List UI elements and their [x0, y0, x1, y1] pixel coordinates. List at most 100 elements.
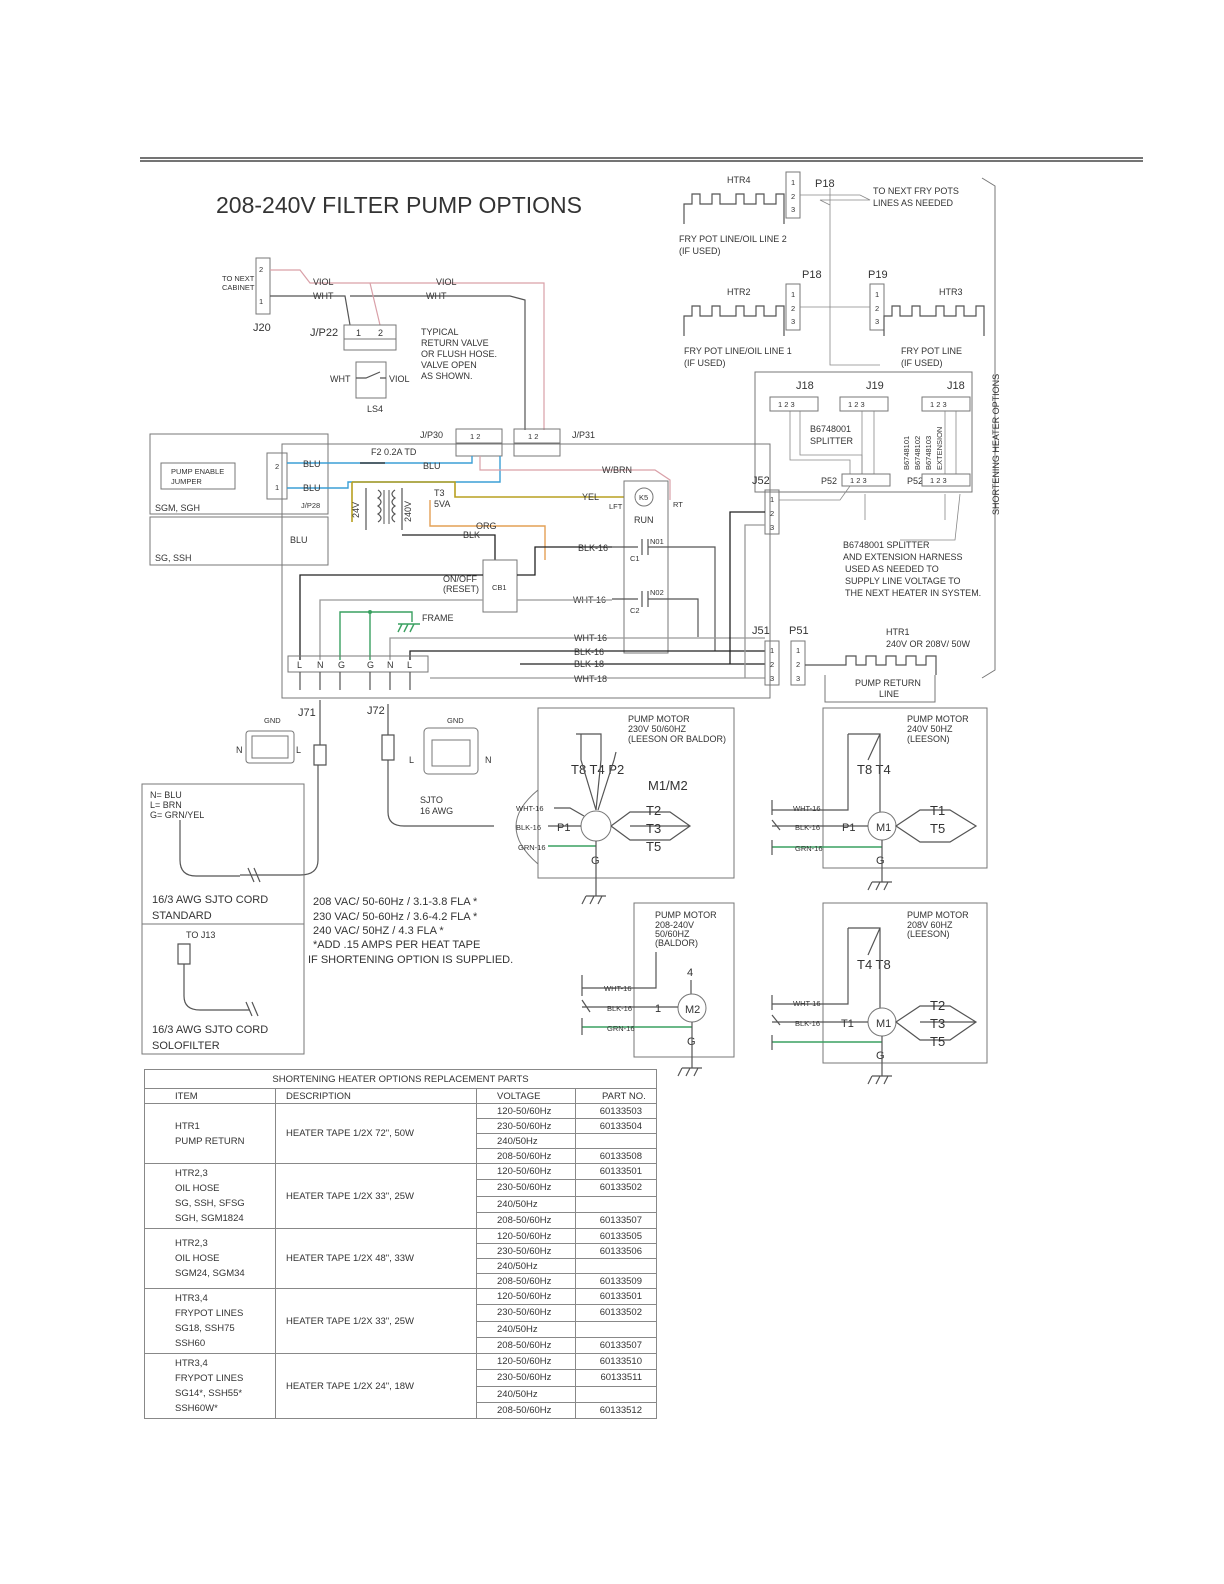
m2-id: M2 [685, 1004, 700, 1016]
p18-top-label: P18 [815, 178, 835, 190]
description-cell: HEATER TAPE 1/2X 33", 25W [275, 1163, 477, 1229]
frame-label: FRAME [422, 613, 454, 623]
svg-text:1 2: 1 2 [470, 432, 480, 441]
part-number-cell: 60133505 [575, 1228, 657, 1244]
splitter-note-1: B6748001 SPLITTER [843, 540, 930, 550]
svg-text:1: 1 [796, 646, 800, 655]
j52-label: J52 [752, 475, 770, 487]
m1-240-rating: 240V 50HZ [907, 724, 953, 734]
heater-options-area: HTR4 123 P18 TO NEXT FRY POTS LINES AS N… [679, 171, 1001, 679]
m2-g: G [687, 1036, 696, 1048]
ls4-label: LS4 [367, 404, 383, 414]
m1-208-t3: T3 [930, 1016, 945, 1031]
voltage-cell: 120-50/60Hz [476, 1228, 576, 1244]
item-line: SG, SSH, SFSG [175, 1198, 245, 1209]
splitter-note-2: AND EXTENSION HARNESS [843, 552, 963, 562]
wht-1: WHT [313, 291, 334, 301]
part-number-cell: 60133510 [575, 1352, 657, 1371]
blu-d: BLU [290, 535, 308, 545]
item-line: OIL HOSE [175, 1253, 220, 1264]
item-line: OIL HOSE [175, 1183, 220, 1194]
ext-1: B6748101 [902, 436, 911, 470]
motor-m1-208: PUMP MOTOR 208V 60HZ (LEESON) T4 T8 M1 T… [771, 902, 988, 1085]
splitter-note-3: USED AS NEEDED TO [845, 564, 939, 574]
table-row: 240/50Hz [145, 1195, 657, 1213]
typical-4: VALVE OPEN [421, 360, 477, 370]
svg-text:2: 2 [796, 660, 800, 669]
motor-m1m2: PUMP MOTOR 230V 50/60HZ (LEESON OR BALDO… [515, 707, 735, 905]
spec-5: IF SHORTENING OPTION IS SUPPLIED. [308, 954, 513, 966]
voltage-cell: 230-50/60Hz [476, 1243, 576, 1259]
voltage-cell: 240/50Hz [476, 1133, 576, 1149]
svg-text:1: 1 [791, 178, 795, 187]
n-left: N [236, 745, 243, 755]
m1-208-title: PUMP MOTOR [907, 910, 969, 920]
m2-one: 1 [655, 1003, 661, 1015]
part-number-cell [575, 1320, 657, 1338]
m1m2-g: G [591, 855, 600, 867]
item-line: SG18, SSH75 [175, 1323, 235, 1334]
htr1-b: 240V OR 208V/ 50W [886, 639, 971, 649]
fry-pot-line-b: (IF USED) [901, 358, 943, 368]
v24-label: 24V [351, 502, 361, 518]
part-number-cell [575, 1385, 657, 1403]
viol-2: VIOL [436, 277, 457, 287]
ext-2: B6748102 [913, 436, 922, 470]
item-line: HTR2,3 [175, 1168, 208, 1179]
spec-3: 240 VAC/ 50HZ / 4.3 FLA * [313, 925, 444, 937]
svg-text:3: 3 [791, 205, 795, 214]
m1-208-taps: T4 T8 [857, 957, 891, 972]
blu-c: BLU [423, 461, 441, 471]
sjto-b: 16 AWG [420, 806, 453, 816]
fry-pot-line1-a: FRY POT LINE/OIL LINE 1 [684, 346, 792, 356]
voltage-cell: 120-50/60Hz [476, 1287, 576, 1306]
sgm-sgh-label: SGM, SGH [155, 503, 200, 513]
item-line: FRYPOT LINES [175, 1308, 244, 1319]
term-g2: G [367, 660, 374, 670]
legend-g: G= GRN/YEL [150, 810, 204, 820]
jp31-label: J/P31 [572, 430, 595, 440]
svg-text:2: 2 [378, 328, 383, 338]
term-n2: N [387, 660, 394, 670]
j51-label: J51 [752, 625, 770, 637]
c1-label: C1 [630, 554, 640, 563]
voltage-cell: 208-50/60Hz [476, 1401, 576, 1420]
svg-text:1: 1 [356, 328, 361, 338]
gnd-1: GND [264, 716, 281, 725]
svg-text:1: 1 [770, 646, 774, 655]
k5-label: K5 [639, 493, 648, 502]
cord-solo-a: 16/3 AWG SJTO CORD [152, 1024, 268, 1036]
m1m2-title: PUMP MOTOR [628, 714, 690, 724]
p52-a: P52 [821, 476, 837, 486]
fry-pot-line2-b: (IF USED) [679, 246, 721, 256]
p51-label: P51 [789, 625, 809, 637]
pump-return-b: LINE [879, 689, 899, 699]
splitter-note-4: SUPPLY LINE VOLTAGE TO [845, 576, 961, 586]
m1-208-rating: 208V 60HZ [907, 920, 953, 930]
part-number-cell: 60133507 [575, 1211, 657, 1230]
c2-label: C2 [630, 606, 640, 615]
t3-label: T3 [434, 488, 445, 498]
shortening-options-label: SHORTENING HEATER OPTIONS [991, 374, 1001, 515]
splitter-note-5: THE NEXT HEATER IN SYSTEM. [845, 588, 981, 598]
sg-ssh-label: SG, SSH [155, 553, 192, 563]
m1-240-t1: T1 [930, 803, 945, 818]
htr4-label: HTR4 [727, 175, 751, 185]
item-line: HTR3,4 [175, 1358, 208, 1369]
jp30-label: J/P30 [420, 430, 443, 440]
part-number-cell: 60133512 [575, 1401, 657, 1420]
svg-text:3: 3 [770, 523, 774, 532]
svg-text:2: 2 [791, 192, 795, 201]
svg-text:3: 3 [791, 317, 795, 326]
p19-label: P19 [868, 269, 888, 281]
voltage-cell: 230-50/60Hz [476, 1369, 576, 1387]
item-line: PUMP RETURN [175, 1135, 245, 1147]
to-j13: TO J13 [186, 930, 215, 940]
svg-text:1: 1 [791, 290, 795, 299]
fry-pot-line2-a: FRY POT LINE/OIL LINE 2 [679, 234, 787, 244]
